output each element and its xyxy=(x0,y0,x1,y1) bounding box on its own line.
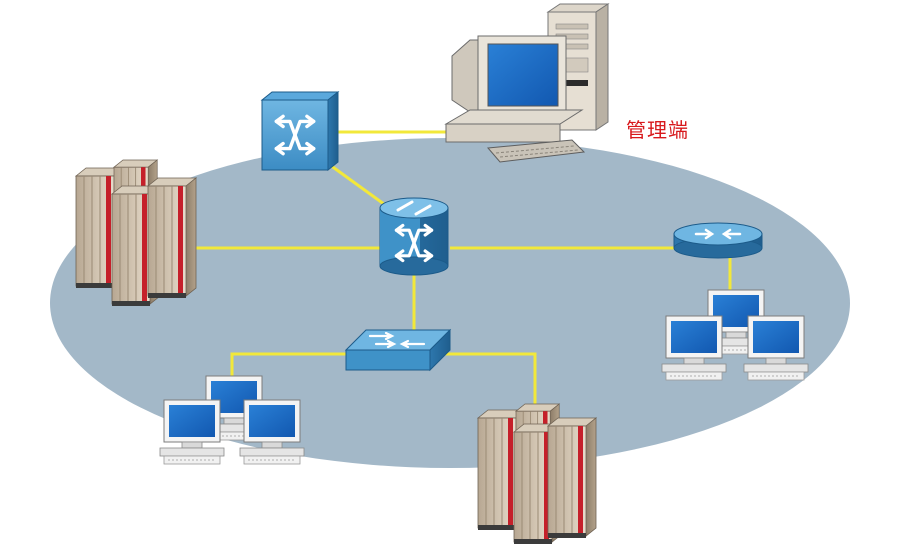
link-access-to-left-workstations xyxy=(230,352,352,380)
workgroup-switch-icon xyxy=(344,328,452,372)
management-label: 管理端 xyxy=(626,118,689,142)
multilayer-switch-icon xyxy=(379,197,449,276)
server-rack-icon xyxy=(75,159,197,307)
server-rack-icon xyxy=(477,403,597,545)
switch-icon xyxy=(260,90,340,172)
network-links xyxy=(185,130,732,418)
link-access-to-bottom-servers xyxy=(440,352,537,418)
desktop-computer-icon xyxy=(444,3,610,163)
router-icon xyxy=(673,222,763,259)
